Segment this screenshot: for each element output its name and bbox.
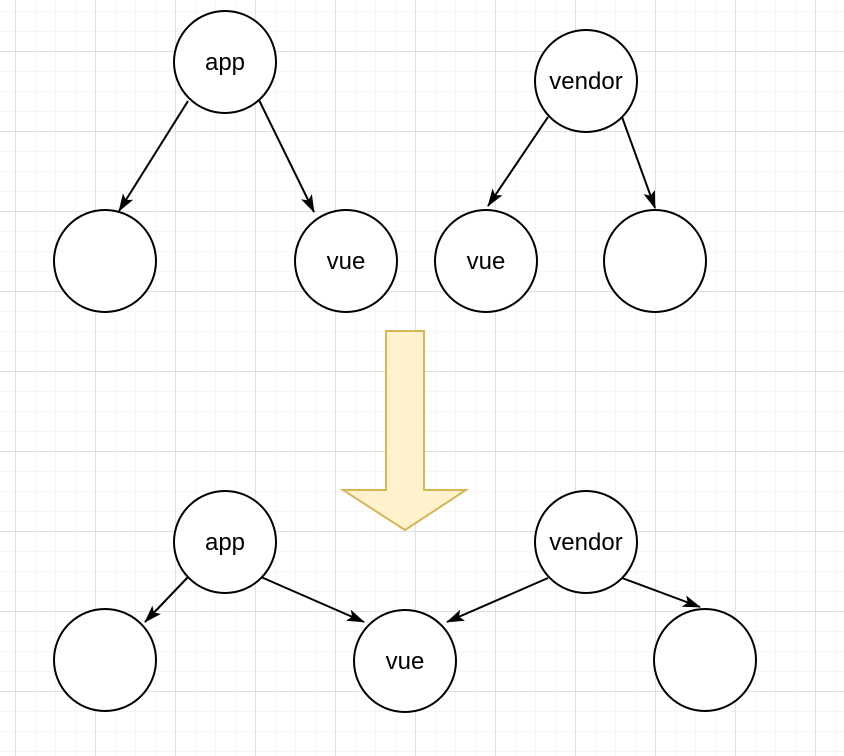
node-label-after-app: app <box>205 529 245 556</box>
edge-after-app-to-app-dep-empty[interactable] <box>144 576 189 623</box>
node-label-before-vendor-vue: vue <box>467 248 506 275</box>
node-label-after-vendor: vendor <box>549 529 622 556</box>
node-label-before-app: app <box>205 49 245 76</box>
node-label-before-app-vue: vue <box>327 248 366 275</box>
after-graph: app vue vendor <box>53 490 757 713</box>
node-after-app-dep-empty[interactable] <box>53 608 157 712</box>
edge-after-vendor-to-shared-vue[interactable] <box>446 577 549 623</box>
node-before-vendor-vue[interactable] <box>434 209 538 313</box>
transform-arrow-group <box>339 330 470 532</box>
edge-before-vendor-to-vendor-dep-empty[interactable] <box>621 116 656 209</box>
node-after-vendor[interactable] <box>534 490 638 594</box>
edge-after-vendor-to-vendor-dep-empty[interactable] <box>621 577 701 608</box>
node-before-vendor[interactable] <box>534 29 638 133</box>
transform-down-arrow[interactable] <box>339 330 470 532</box>
node-after-vendor-dep-empty[interactable] <box>653 608 757 712</box>
node-after-app[interactable] <box>173 490 277 594</box>
edge-after-app-to-shared-vue[interactable] <box>260 576 365 623</box>
node-before-vendor-dep-empty[interactable] <box>603 209 707 313</box>
node-label-before-vendor: vendor <box>549 68 622 95</box>
edge-before-vendor-to-vendor-vue[interactable] <box>487 116 549 207</box>
before-graph: app vue vendor vue <box>53 10 707 313</box>
edge-before-app-to-app-vue[interactable] <box>258 99 315 213</box>
node-before-app[interactable] <box>173 10 277 114</box>
node-before-app-vue[interactable] <box>294 209 398 313</box>
node-label-after-shared-vue: vue <box>386 648 425 675</box>
node-after-shared-vue[interactable] <box>353 609 457 713</box>
node-before-app-dep-empty[interactable] <box>53 209 157 313</box>
edge-before-app-to-app-dep-empty[interactable] <box>118 100 189 212</box>
